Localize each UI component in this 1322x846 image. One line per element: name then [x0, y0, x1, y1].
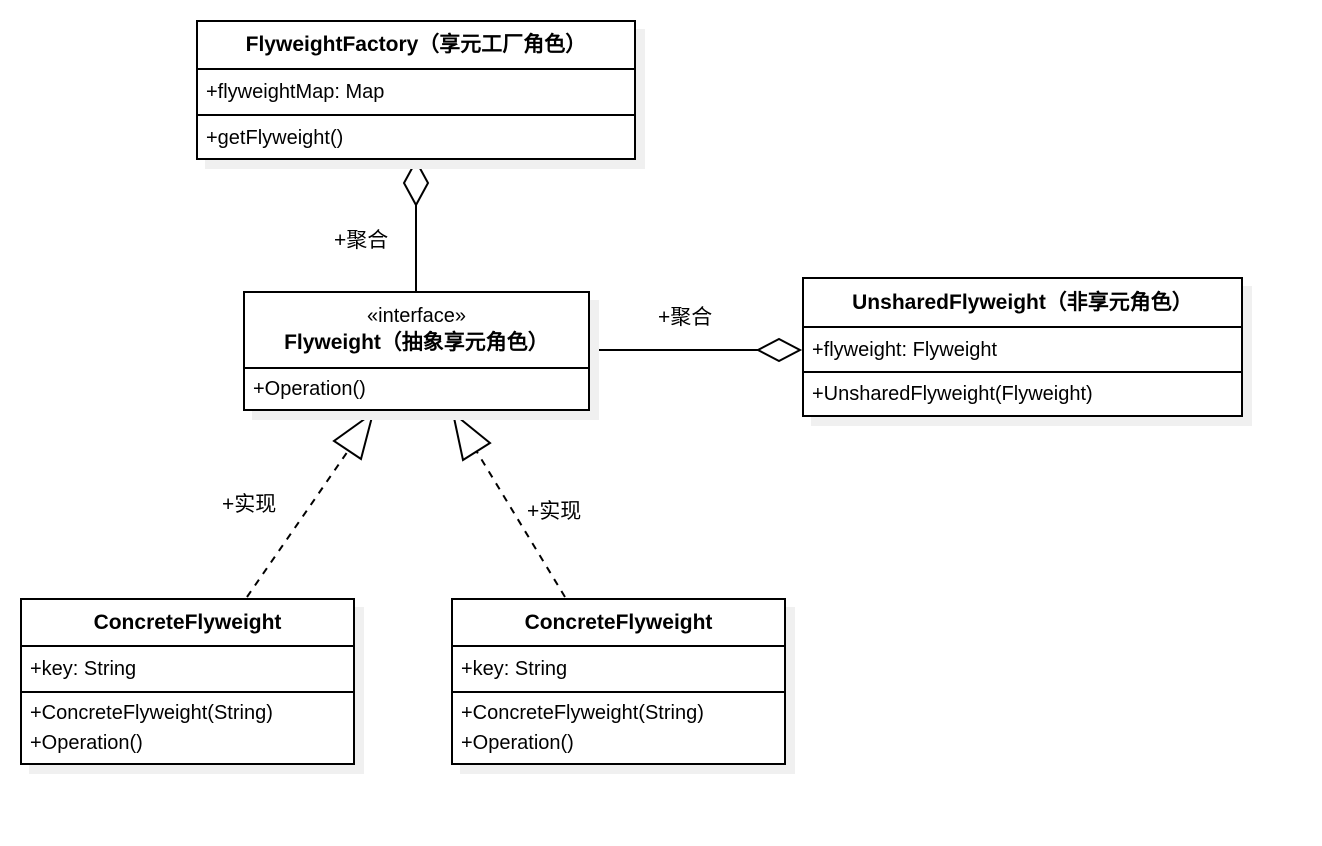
attribute-text: +key: String	[30, 658, 137, 680]
edge-label-unshared-aggregation: +聚合	[658, 306, 713, 329]
method-text: +UnsharedFlyweight(Flyweight)	[812, 383, 1093, 405]
attributes-compartment: +flyweightMap: Map	[198, 68, 634, 114]
edge-label-factory-aggregation: +聚合	[334, 229, 389, 252]
class-concrete-flyweight-middle: ConcreteFlyweight +key: String +Concrete…	[451, 598, 786, 765]
attribute-text: +key: String	[461, 658, 568, 680]
class-flyweight-factory: FlyweightFactory（享元工厂角色） +flyweightMap: …	[196, 20, 636, 160]
method-text: +Operation()	[253, 378, 366, 400]
edge-label-left-realization: +实现	[222, 493, 277, 516]
attributes-compartment: +flyweight: Flyweight	[804, 326, 1241, 371]
realization-triangle-right	[451, 410, 492, 462]
method-text: +getFlyweight()	[206, 127, 344, 149]
class-title: ConcreteFlyweight	[22, 600, 353, 645]
class-title: UnsharedFlyweight（非享元角色）	[804, 279, 1241, 326]
class-unshared-flyweight: UnsharedFlyweight（非享元角色） +flyweight: Fly…	[802, 277, 1243, 417]
method-text: +Operation()	[30, 732, 143, 754]
methods-compartment: +getFlyweight()	[198, 114, 634, 160]
class-title: FlyweightFactory（享元工厂角色）	[198, 22, 634, 68]
method-text: +ConcreteFlyweight(String)	[30, 702, 273, 724]
class-name-text: UnsharedFlyweight（非享元角色）	[852, 290, 1193, 314]
class-name-text: ConcreteFlyweight	[93, 610, 282, 634]
stereotype-text: «interface»	[367, 305, 466, 328]
edge-label-right-realization: +实现	[527, 500, 582, 523]
methods-compartment: +UnsharedFlyweight(Flyweight)	[804, 371, 1241, 415]
class-name-text: Flyweight（抽象享元角色）	[284, 331, 549, 355]
class-name-text: FlyweightFactory（享元工厂角色）	[245, 33, 587, 57]
methods-compartment: +ConcreteFlyweight(String) +Operation()	[453, 691, 784, 763]
class-title: ConcreteFlyweight	[453, 600, 784, 645]
aggregation-diamond-unshared	[755, 337, 803, 363]
attribute-text: +flyweight: Flyweight	[812, 338, 998, 361]
class-title: «interface» Flyweight（抽象享元角色）	[245, 293, 588, 367]
attribute-text: +flyweightMap: Map	[206, 81, 385, 103]
realization-triangle-left	[332, 410, 375, 461]
method-text: +ConcreteFlyweight(String)	[461, 702, 704, 724]
method-text: +Operation()	[461, 732, 574, 754]
realization-line-right	[476, 451, 566, 598]
class-flyweight-interface: «interface» Flyweight（抽象享元角色） +Operation…	[243, 291, 590, 411]
class-name-text: ConcreteFlyweight	[524, 610, 713, 634]
aggregation-diamond-factory	[402, 158, 430, 208]
attributes-compartment: +key: String	[22, 645, 353, 691]
methods-compartment: +ConcreteFlyweight(String) +Operation()	[22, 691, 353, 763]
realization-line-left	[246, 450, 349, 598]
attributes-compartment: +key: String	[453, 645, 784, 691]
class-concrete-flyweight-left: ConcreteFlyweight +key: String +Concrete…	[20, 598, 355, 765]
methods-compartment: +Operation()	[245, 367, 588, 409]
